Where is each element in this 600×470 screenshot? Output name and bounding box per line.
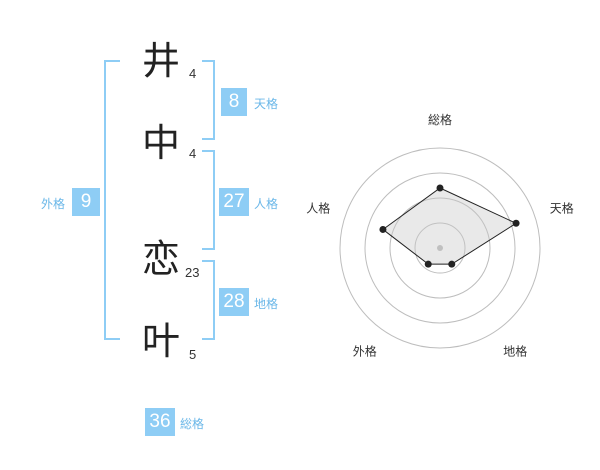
stroke-count-2: 4 bbox=[189, 146, 197, 161]
radar-axis-label-5: 人格 bbox=[306, 200, 330, 215]
radar-axis-label-2: 天格 bbox=[550, 200, 574, 215]
radar-axis-label-4: 外格 bbox=[353, 344, 377, 359]
tenkaku-bracket bbox=[202, 60, 215, 140]
radar-axis-label-1: 総格 bbox=[428, 112, 452, 127]
gaikaku-bracket bbox=[104, 60, 120, 340]
name-char-2: 中 bbox=[142, 121, 181, 165]
radar-ring-3 bbox=[364, 172, 516, 324]
radar-polygon bbox=[382, 187, 518, 265]
jinkaku-bracket bbox=[202, 150, 215, 250]
radar-axis-label-3: 地格 bbox=[503, 344, 527, 359]
name-char-1: 井 bbox=[142, 39, 181, 83]
radar-point-4 bbox=[424, 260, 432, 268]
radar-point-5 bbox=[379, 225, 387, 233]
radar-point-3 bbox=[448, 260, 456, 268]
name-char-3: 恋 bbox=[142, 237, 181, 281]
jinkaku-value-badge: 27 bbox=[219, 188, 249, 216]
stroke-count-3: 23 bbox=[185, 265, 200, 280]
stroke-count-4: 5 bbox=[189, 347, 197, 362]
chikaku-label: 地格 bbox=[254, 297, 279, 311]
chikaku-value-badge: 28 bbox=[219, 288, 249, 316]
jinkaku-label: 人格 bbox=[254, 197, 279, 211]
radar-point-1 bbox=[436, 184, 444, 192]
radar-rings bbox=[339, 147, 541, 349]
gaikaku-label: 外格 bbox=[41, 197, 66, 211]
radar-point-2 bbox=[512, 219, 520, 227]
radar-ring-2 bbox=[389, 197, 491, 299]
radar-center bbox=[437, 245, 443, 251]
stroke-count-1: 4 bbox=[189, 66, 197, 81]
chikaku-bracket bbox=[202, 260, 215, 340]
name-char-4: 叶 bbox=[142, 319, 181, 363]
soukaku-label: 総格 bbox=[180, 417, 205, 431]
tenkaku-label: 天格 bbox=[254, 97, 279, 111]
soukaku-value-badge: 36 bbox=[145, 408, 175, 436]
radar-ring-1 bbox=[414, 222, 466, 274]
radar-polygon-group bbox=[379, 184, 520, 268]
radar-ring-4 bbox=[339, 147, 541, 349]
tenkaku-value-badge: 8 bbox=[221, 88, 247, 116]
gaikaku-value-badge: 9 bbox=[72, 188, 100, 216]
